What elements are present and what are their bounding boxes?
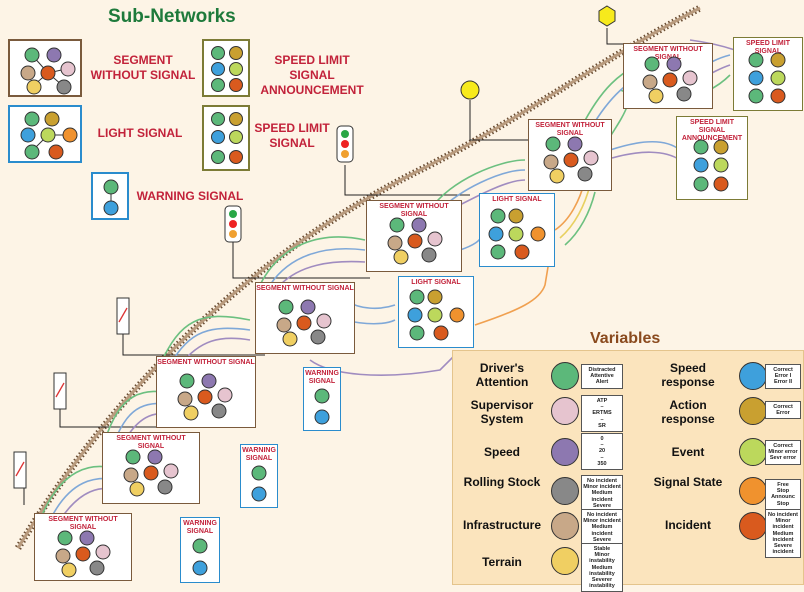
node-segment-6: SEGMENT WITHOUT SIGNAL <box>528 119 612 191</box>
node-graph <box>642 56 698 104</box>
warning-sign-2 <box>53 372 67 410</box>
node-title: LIGHT SIGNAL <box>492 196 542 203</box>
legend-warning-graph <box>103 179 119 216</box>
node-segment-3: SEGMENT WITHOUT SIGNAL <box>156 356 256 428</box>
node-graph <box>123 449 179 497</box>
node-warning-2: WARNING SIGNAL <box>240 444 278 508</box>
node-graph <box>192 538 208 576</box>
node-title: SPEED LIMIT SIGNAL <box>746 40 790 55</box>
node-segment-5: SEGMENT WITHOUT SIGNAL <box>366 200 462 272</box>
var-node-attention <box>551 362 579 390</box>
legend-light-graph <box>20 111 78 160</box>
var-label: Driver's Attention <box>475 361 529 389</box>
node-title: SEGMENT WITHOUT SIGNAL <box>379 203 449 218</box>
node-graph <box>543 136 599 184</box>
node-segment-2: SEGMENT WITHOUT SIGNAL <box>102 432 200 504</box>
node-graph <box>748 52 786 104</box>
node-title: SEGMENT WITHOUT SIGNAL <box>256 285 354 292</box>
var-label: Infrastructure <box>462 518 542 532</box>
legend-speed-announce-box <box>202 39 250 97</box>
var-label: Speed <box>483 445 520 459</box>
node-warning-1: WARNING SIGNAL <box>180 517 220 583</box>
node-title: WARNING SIGNAL <box>242 447 276 462</box>
legend-label-speed-limit: SPEED LIMIT SIGNAL <box>254 121 330 150</box>
var-label: Incident <box>664 518 711 532</box>
var-node-action-response <box>739 397 767 425</box>
node-title: LIGHT SIGNAL <box>411 279 461 286</box>
var-states: ATP–ERTMS–SR <box>581 395 623 433</box>
var-node-signal-state <box>739 477 767 505</box>
legend-light-box <box>8 105 82 163</box>
var-node-speed <box>551 438 579 466</box>
legend-warning-box <box>91 172 129 220</box>
var-states: 0–20–350 <box>581 433 623 471</box>
traffic-light-1 <box>224 205 242 243</box>
node-warning-3: WARNING SIGNAL <box>303 367 341 431</box>
legend-segment-graph <box>20 47 76 95</box>
legend-label-warning: WARNING SIGNAL <box>136 189 244 203</box>
node-graph <box>693 139 729 192</box>
node-title: SEGMENT WITHOUT SIGNAL <box>535 122 605 137</box>
node-title: SEGMENT WITHOUT SIGNAL <box>157 359 255 366</box>
var-node-rolling-stock <box>551 477 579 505</box>
node-segment-4: SEGMENT WITHOUT SIGNAL <box>255 282 355 354</box>
legend-segment-box <box>8 39 82 97</box>
var-node-speed-response <box>739 362 767 390</box>
var-label: Signal State <box>653 475 723 489</box>
var-label: Terrain <box>482 555 522 569</box>
node-segment-7: SEGMENT WITHOUT SIGNAL <box>623 43 713 109</box>
var-label: Rolling Stock <box>463 475 541 489</box>
node-title: SPEED LIMIT SIGNAL ANNOUNCEMENT <box>681 119 743 142</box>
node-light-2: LIGHT SIGNAL <box>479 193 555 267</box>
node-segment-1: SEGMENT WITHOUT SIGNAL <box>34 513 132 581</box>
legend-speed-announce-graph <box>211 46 243 92</box>
node-graph <box>251 465 267 502</box>
node-graph <box>407 289 465 341</box>
var-node-incident <box>739 512 767 540</box>
node-title: SEGMENT WITHOUT SIGNAL <box>633 46 703 61</box>
node-title: WARNING SIGNAL <box>305 370 339 385</box>
speed-announce-sign <box>460 80 480 100</box>
legend-label-segment: SEGMENT WITHOUT SIGNAL <box>90 53 196 82</box>
var-node-terrain <box>551 547 579 575</box>
warning-sign-3 <box>116 297 130 335</box>
node-graph <box>177 373 233 421</box>
node-title: WARNING SIGNAL <box>183 520 217 535</box>
node-title: SEGMENT WITHOUT SIGNAL <box>116 435 186 450</box>
var-label: Supervisor System <box>470 398 534 426</box>
var-node-event <box>739 438 767 466</box>
signal-poles <box>23 28 690 505</box>
variables-title: Variables <box>590 330 661 347</box>
node-graph <box>276 299 332 347</box>
traffic-light-2 <box>336 125 354 163</box>
node-speed-announce: SPEED LIMIT SIGNAL ANNOUNCEMENT <box>676 116 748 200</box>
node-graph <box>488 208 546 260</box>
node-graph <box>314 388 330 425</box>
node-light-1: LIGHT SIGNAL <box>398 276 474 348</box>
legend-speed-limit-box <box>202 105 250 171</box>
node-title: SEGMENT WITHOUT SIGNAL <box>48 516 118 531</box>
node-graph <box>387 217 443 265</box>
var-label: Action response <box>661 398 715 426</box>
legend-label-speed-announce: SPEED LIMIT SIGNAL ANNOUNCEMENT <box>260 53 364 97</box>
var-label: Speed response <box>661 361 715 389</box>
warning-sign-1 <box>13 451 27 489</box>
node-graph <box>55 530 111 578</box>
legend-speed-limit-graph <box>211 112 243 164</box>
var-node-infrastructure <box>551 512 579 540</box>
node-speed-limit: SPEED LIMIT SIGNAL <box>733 37 803 111</box>
legend-label-light: LIGHT SIGNAL <box>97 126 183 140</box>
speed-limit-sign <box>598 5 616 27</box>
page-title: Sub-Networks <box>108 6 236 27</box>
var-label: Event <box>671 445 705 459</box>
var-node-supervisor <box>551 397 579 425</box>
